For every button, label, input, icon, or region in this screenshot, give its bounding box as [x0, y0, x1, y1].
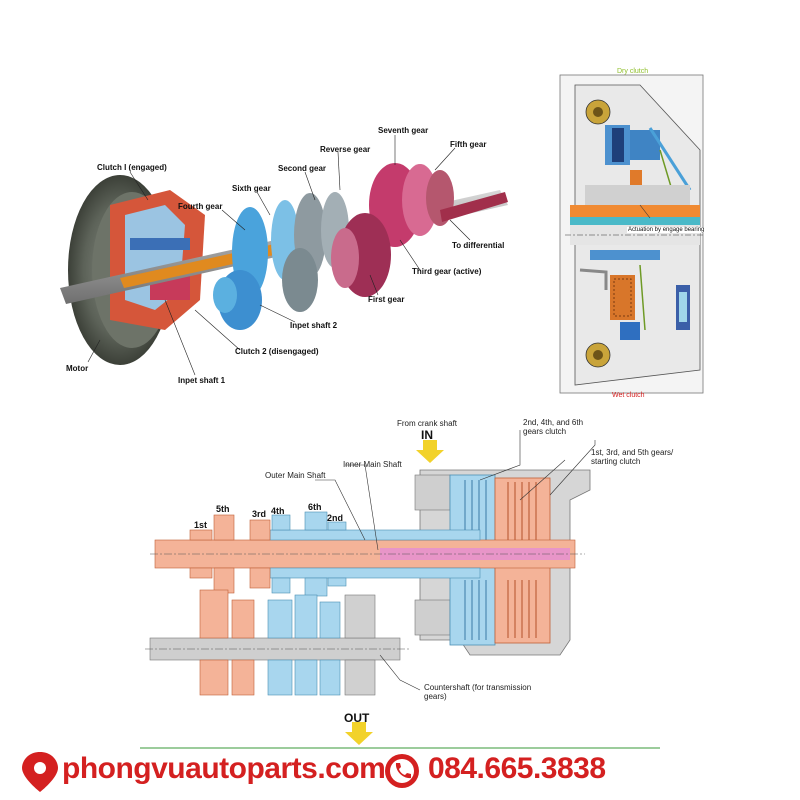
label-clutch2: Clutch 2 (disengaged) [235, 347, 319, 356]
label-gear-3rd: 3rd [252, 509, 267, 519]
label-seventh-gear: Seventh gear [378, 126, 429, 135]
label-input-shaft2: Inpet shaft 2 [290, 321, 338, 330]
label-gear-5th: 5th [216, 504, 230, 514]
input-arrow-icon [416, 440, 444, 463]
label-to-differential: To differential [452, 241, 505, 250]
label-in: IN [421, 428, 433, 442]
wet-clutch-section [579, 250, 690, 368]
label-gear-2nd: 2nd [327, 513, 344, 523]
odd-gear-pack [331, 163, 454, 297]
label-third-gear: Third gear (active) [412, 267, 482, 276]
countershaft [145, 637, 410, 661]
phone-icon [385, 754, 419, 788]
label-inner-main-shaft: Inner Main Shaft [343, 460, 402, 469]
label-out: OUT [344, 711, 370, 725]
output-arrow-icon [345, 722, 373, 745]
schematic-leader-lines [315, 430, 596, 691]
actuation-leader [639, 204, 651, 219]
label-from-crank: From crank shaft [397, 419, 458, 428]
phone-number[interactable]: 084.665.3838 [428, 752, 606, 785]
label-gear-6th: 6th [308, 502, 322, 512]
label-input-shaft1: Inpet shaft 1 [178, 376, 226, 385]
label-actuation: Actuation by engage bearing [627, 227, 706, 233]
label-reverse-gear: Reverse gear [320, 145, 371, 154]
label-dry-clutch: Dry clutch [617, 68, 649, 75]
label-clutch-246: 2nd, 4th, and 6th gears clutch [523, 418, 584, 436]
label-fifth-gear: Fifth gear [450, 140, 487, 149]
label-outer-main-shaft: Outer Main Shaft [265, 471, 326, 480]
label-gear-1st: 1st [194, 520, 208, 530]
label-sixth-gear: Sixth gear [232, 184, 271, 193]
label-fourth-gear: Fourth gear [178, 202, 223, 211]
map-pin-icon [22, 752, 58, 792]
inner-main-shaft [150, 539, 585, 569]
output-shaft [440, 192, 508, 222]
label-wet-clutch: Wet clutch [612, 392, 645, 399]
label-countershaft: Countershaft (for transmission gears) [424, 683, 532, 701]
main-shaft-gears [189, 511, 347, 597]
leader-lines [87, 135, 471, 376]
label-motor: Motor [66, 364, 89, 373]
label-first-gear: First gear [368, 295, 405, 304]
countershaft-gears [199, 589, 376, 696]
label-second-gear: Second gear [278, 164, 327, 173]
label-clutch-135: 1st, 3rd, and 5th gears/ starting clutch [591, 448, 674, 466]
label-clutch1: Clutch I (engaged) [97, 163, 167, 172]
label-gear-4th: 4th [271, 506, 285, 516]
website-text[interactable]: phongvuautoparts.com [62, 752, 386, 785]
